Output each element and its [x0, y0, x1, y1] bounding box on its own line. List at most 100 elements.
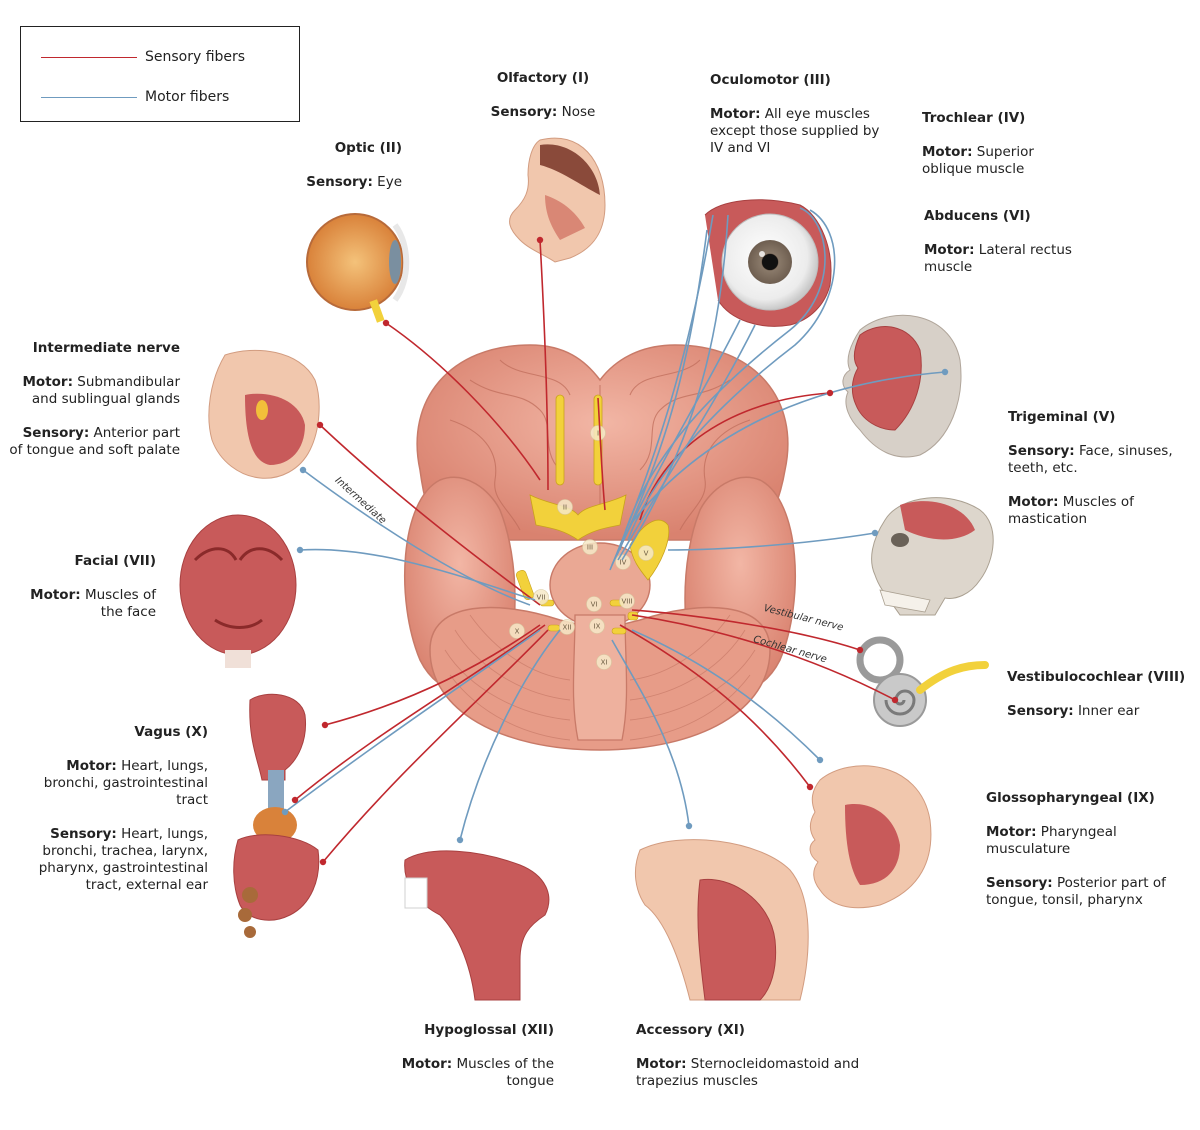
label-trigeminal: Trigeminal (V) Sensory: Face, sinuses, t… — [1008, 409, 1184, 528]
motor-fiber-endpoint — [941, 368, 949, 376]
nerve-motor: Motor: Lateral rectus muscle — [924, 242, 1072, 275]
vagus-organs-illustration — [233, 693, 320, 938]
label-olfactory: Olfactory (I) Sensory: Nose — [478, 70, 608, 121]
nerve-sensory: Sensory: Posterior part of tongue, tonsi… — [986, 875, 1166, 908]
motor-fiber-endpoint — [296, 546, 304, 554]
nerve-name: Trigeminal (V) — [1008, 409, 1116, 425]
nerve-motor: Motor: Heart, lungs, bronchi, gastrointe… — [43, 758, 208, 808]
nerve-motor: Motor: Muscles of mastication — [1008, 494, 1134, 527]
motor-fiber-lines — [284, 207, 946, 841]
head-muscles-illustration — [842, 314, 962, 458]
label-facial: Facial (VII) Motor: Muscles of the face — [10, 553, 156, 621]
nerve-name: Facial (VII) — [74, 553, 156, 569]
neck-muscles-illustration — [634, 839, 809, 1001]
face-glands-illustration — [208, 349, 320, 479]
sensory-fiber-lines — [294, 239, 896, 863]
legend-motor-label: Motor fibers — [145, 89, 230, 105]
nerve-motor: Motor: Muscles of the tongue — [401, 1056, 554, 1089]
numeral-marker — [619, 593, 635, 609]
sensory-fiber-endpoint — [321, 721, 329, 729]
numeral-label: XII — [563, 624, 572, 632]
label-abducens: Abducens (VI) Motor: Lateral rectus musc… — [924, 208, 1089, 276]
numeral-marker — [590, 425, 606, 441]
nerve-name: Trochlear (IV) — [922, 110, 1026, 126]
numeral-marker — [638, 545, 654, 561]
motor-fiber-endpoint — [816, 756, 824, 764]
legend: Sensory fibers Motor fibers — [20, 26, 300, 122]
nerve-name: Glossopharyngeal (IX) — [986, 790, 1155, 806]
sensory-fiber-endpoint — [826, 389, 834, 397]
numeral-marker — [582, 539, 598, 555]
numeral-marker — [596, 654, 612, 670]
nerve-sensory: Sensory: Nose — [490, 104, 596, 120]
nerve-motor: Motor: Superior oblique muscle — [922, 144, 1034, 177]
legend-sensory: Sensory fibers — [41, 47, 245, 67]
nerve-motor: Motor: Submandibular and sublingual glan… — [22, 374, 181, 407]
skull-illustration — [871, 497, 994, 616]
numeral-marker — [589, 618, 605, 634]
nerve-name: Hypoglossal (XII) — [424, 1022, 554, 1038]
eyeball-with-muscles-illustration — [704, 199, 832, 327]
fiber-endpoint-dots — [281, 236, 949, 866]
sensory-fiber-endpoint — [856, 646, 864, 654]
label-glossopharyngeal: Glossopharyngeal (IX) Motor: Pharyngeal … — [986, 790, 1186, 909]
numeral-label: I — [597, 430, 599, 438]
numeral-label: V — [644, 550, 649, 558]
nerve-name: Vestibulocochlear (VIII) — [1007, 669, 1186, 685]
pharynx-head-illustration — [809, 765, 932, 909]
nerve-sensory: Sensory: Anterior part of tongue and sof… — [9, 425, 180, 458]
numeral-label: X — [515, 628, 520, 636]
facial-muscles-illustration — [179, 514, 297, 668]
sensory-fiber-endpoint — [891, 696, 899, 704]
nerve-name: Olfactory (I) — [496, 70, 590, 86]
nerve-name: Vagus (X) — [134, 724, 208, 740]
sensory-fiber-endpoint — [806, 783, 814, 791]
label-oculomotor: Oculomotor (III) Motor: All eye muscles … — [710, 72, 890, 157]
numeral-marker — [509, 623, 525, 639]
nerve-name: Optic (II) — [334, 140, 402, 156]
numeral-marker — [586, 596, 602, 612]
label-accessory: Accessory (XI) Motor: Sternocleidomastoi… — [636, 1022, 866, 1090]
tongue-illustration — [404, 850, 550, 1001]
numeral-label: VI — [591, 601, 598, 609]
numeral-label: VII — [537, 594, 546, 602]
legend-sensory-swatch — [41, 56, 137, 58]
cerebellum-folia — [444, 614, 756, 741]
nerve-name: Abducens (VI) — [924, 208, 1031, 224]
numeral-label: III — [587, 544, 593, 552]
sensory-fiber-endpoint — [316, 421, 324, 429]
legend-motor-swatch — [41, 96, 137, 98]
numeral-marker — [557, 499, 573, 515]
numeral-label: II — [563, 504, 567, 512]
numeral-marker — [533, 589, 549, 605]
nerve-name: Accessory (XI) — [636, 1022, 745, 1038]
nerve-sensory: Sensory: Face, sinuses, teeth, etc. — [1008, 443, 1173, 476]
label-hypoglossal: Hypoglossal (XII) Motor: Muscles of the … — [400, 1022, 554, 1090]
nerve-motor: Motor: Sternocleidomastoid and trapezius… — [636, 1056, 860, 1089]
sensory-fiber-endpoint — [319, 858, 327, 866]
motor-fiber-endpoint — [299, 466, 307, 474]
legend-motor: Motor fibers — [41, 87, 229, 107]
numeral-label: IX — [594, 623, 601, 631]
sensory-fiber-endpoint — [536, 236, 544, 244]
motor-fiber-endpoint — [685, 822, 693, 830]
numeral-label: XI — [601, 659, 608, 667]
label-optic: Optic (II) Sensory: Eye — [282, 140, 402, 191]
nerve-sensory: Sensory: Heart, lungs, bronchi, trachea,… — [38, 826, 208, 893]
eye-cross-section-illustration — [306, 213, 410, 323]
sensory-fiber-endpoint — [382, 319, 390, 327]
nerve-sensory: Sensory: Eye — [306, 174, 402, 190]
label-vagus: Vagus (X) Motor: Heart, lungs, bronchi, … — [18, 724, 208, 894]
numeral-label: IV — [620, 559, 627, 567]
nerve-name: Intermediate nerve — [32, 340, 180, 356]
motor-fiber-endpoint — [456, 836, 464, 844]
numeral-marker — [559, 619, 575, 635]
nerve-sensory: Sensory: Inner ear — [1007, 703, 1140, 719]
nerve-motor: Motor: Muscles of the face — [30, 587, 156, 620]
label-intermediate: Intermediate nerve Motor: Submandibular … — [8, 340, 180, 459]
motor-fiber-endpoint — [871, 529, 879, 537]
sensory-fiber-endpoint — [291, 796, 299, 804]
label-trochlear: Trochlear (IV) Motor: Superior oblique m… — [922, 110, 1072, 178]
